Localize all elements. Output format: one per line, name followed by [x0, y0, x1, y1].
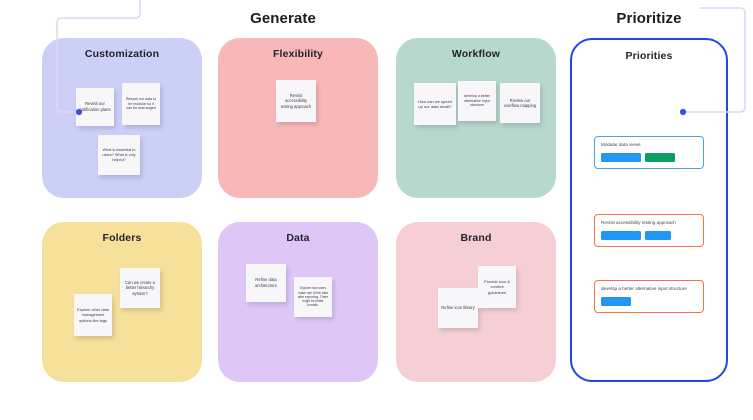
- panel-folders[interactable]: Folders Can we create a better hierarchy…: [42, 222, 202, 382]
- priority-card-text: develop a better alternative input struc…: [601, 286, 687, 291]
- tag-chip[interactable]: [645, 152, 675, 162]
- panel-title-folders: Folders: [102, 232, 142, 244]
- sticky-note[interactable]: Can we create a better hierarchy system?: [120, 268, 160, 308]
- sticky-note[interactable]: Revisit accessibility testing approach: [276, 80, 316, 122]
- tag-chip[interactable]: [601, 152, 641, 162]
- sticky-note[interactable]: Rework our data to be modular so it can …: [122, 83, 160, 125]
- panel-data[interactable]: Data Refine data architecture Explore ho…: [218, 222, 378, 382]
- panel-title-workflow: Workflow: [451, 48, 501, 60]
- priority-card-tags: [601, 152, 697, 162]
- priority-card-text: Revisit accessibility testing approach: [601, 220, 676, 225]
- tag-chip[interactable]: [601, 296, 631, 306]
- panel-priorities[interactable]: Priorities Modular data views Revisit ac…: [570, 38, 728, 382]
- panel-title-brand: Brand: [460, 232, 492, 244]
- priority-card[interactable]: Revisit accessibility testing approach: [594, 214, 704, 247]
- sticky-note[interactable]: Explore how users make use of the data a…: [294, 277, 332, 317]
- panel-title-flexibility: Flexibility: [272, 48, 324, 60]
- panel-title-customization: Customization: [84, 48, 160, 60]
- sticky-note[interactable]: What is essential to users? What is only…: [98, 135, 140, 175]
- priority-card-tags: [601, 230, 697, 240]
- priority-card-text: Modular data views: [601, 142, 641, 147]
- priority-card-tags: [601, 296, 697, 306]
- sticky-note[interactable]: Explore other data management options li…: [74, 294, 112, 336]
- sticky-note[interactable]: develop a better alternative input struc…: [458, 81, 496, 121]
- section-heading-prioritize: Prioritize: [616, 10, 682, 27]
- sticky-note[interactable]: Revisit our notification plans: [76, 88, 114, 126]
- sticky-note[interactable]: Provide icon & content guidelines: [478, 266, 516, 308]
- tag-chip[interactable]: [645, 230, 671, 240]
- tag-chip[interactable]: [601, 230, 641, 240]
- panel-workflow[interactable]: Workflow How can we speed up our data re…: [396, 38, 556, 198]
- panel-title-data: Data: [286, 232, 310, 244]
- panel-flexibility[interactable]: Flexibility Revisit accessibility testin…: [218, 38, 378, 198]
- sticky-note[interactable]: Refine icon library: [438, 288, 478, 328]
- priority-card[interactable]: Modular data views: [594, 136, 704, 169]
- panel-title-priorities: Priorities: [625, 50, 673, 62]
- panel-customization[interactable]: Customization Revisit our notification p…: [42, 38, 202, 198]
- sticky-note[interactable]: How can we speed up our data recall?: [414, 83, 456, 125]
- priority-card[interactable]: develop a better alternative input struc…: [594, 280, 704, 313]
- sticky-note[interactable]: Refine data architecture: [246, 264, 286, 302]
- sticky-note[interactable]: Review our userflow mapping: [500, 83, 540, 123]
- panel-brand[interactable]: Brand Refine icon library Provide icon &…: [396, 222, 556, 382]
- section-heading-generate: Generate: [250, 10, 316, 27]
